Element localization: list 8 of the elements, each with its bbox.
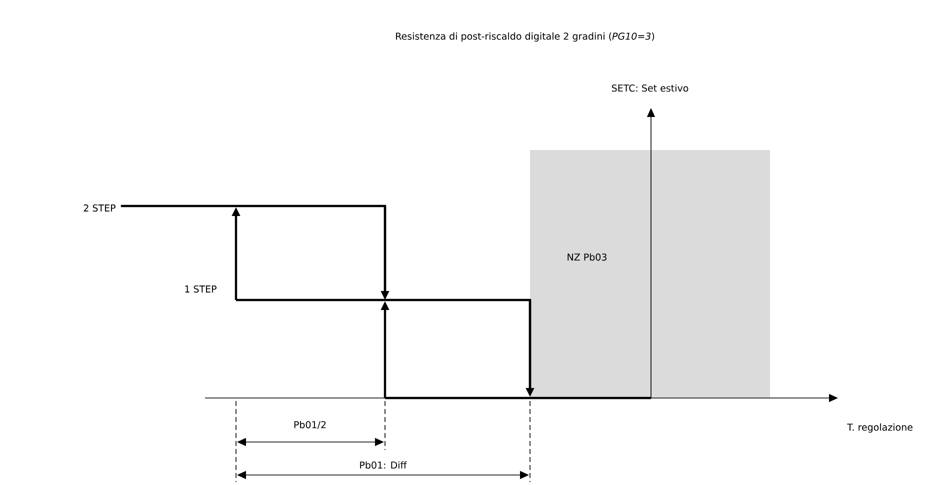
level-label: 2 STEP xyxy=(84,204,116,212)
axis-label: T. regolazione xyxy=(847,423,912,433)
axis-label: SETC: Set estivo xyxy=(612,84,688,92)
title: Resistenza di post-riscaldo digitale 2 gradini (PG10=3) xyxy=(396,32,654,42)
level-label: 1 STEP xyxy=(185,285,216,293)
neutral-zone: NZ Pb03 xyxy=(530,150,770,398)
dimension-label: Pb01/2 xyxy=(294,420,326,430)
dimension-label: Pb01: Diff xyxy=(360,461,407,469)
